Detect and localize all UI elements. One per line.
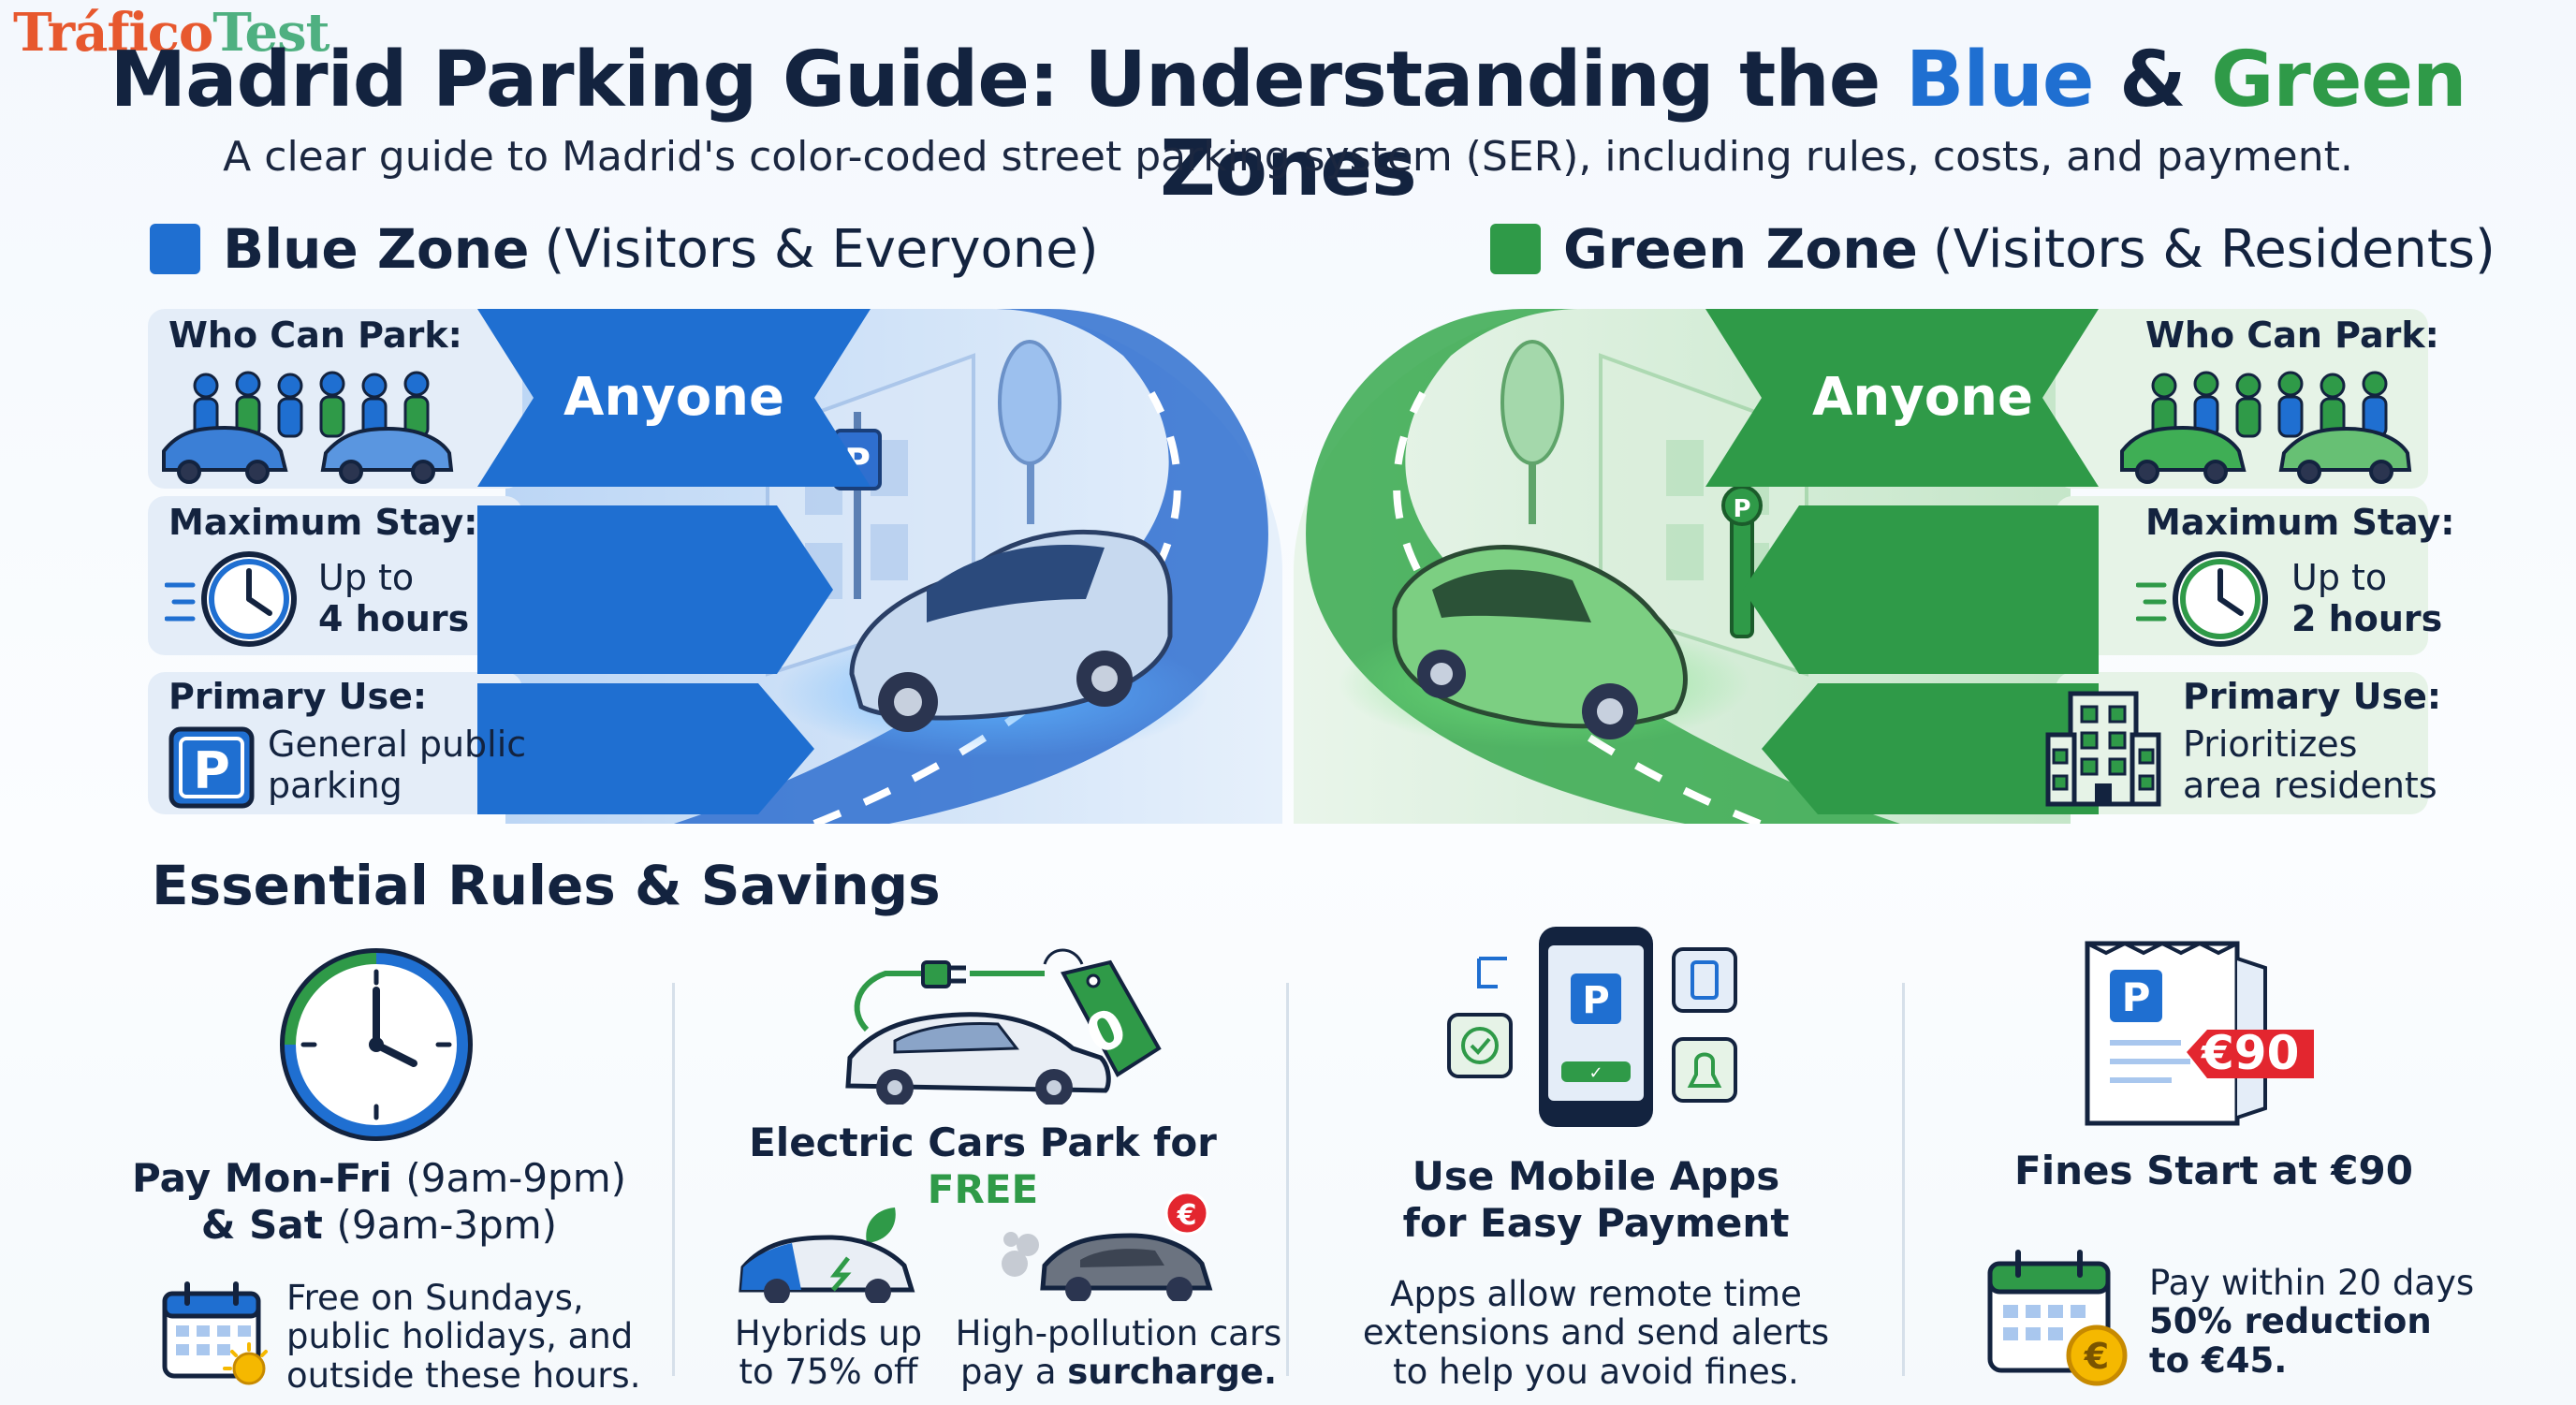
calendar-sun-icon — [162, 1281, 268, 1385]
fine-ticket-icon: P — [2085, 941, 2314, 1126]
pay-free-note: Free on Sundays, public holidays, and ou… — [286, 1278, 641, 1396]
apps-title: Use Mobile Apps for Easy Payment — [1402, 1153, 1790, 1247]
fines-title: Fines Start at €90 — [2014, 1148, 2413, 1193]
green-use-label: Primary Use: — [2183, 676, 2442, 717]
tree-icon — [1500, 340, 1564, 524]
green-stay-value: Up to 2 hours — [2291, 557, 2443, 639]
zero-tag-icon — [1043, 948, 1162, 1077]
pay-hours-title: Pay Mon-Fri (9am-9pm) & Sat (9am-3pm) — [131, 1155, 627, 1249]
tree-icon — [998, 340, 1061, 524]
parking-icon: P — [168, 726, 255, 809]
green-square-icon — [1490, 224, 1541, 274]
green-car-icon — [1339, 544, 1750, 749]
blue-stay-label: Maximum Stay: — [168, 502, 478, 543]
clock-icon — [165, 551, 297, 647]
blue-stay-value: Up to 4 hours — [318, 557, 470, 639]
divider — [1286, 983, 1289, 1376]
svg-text:€: € — [1177, 1199, 1197, 1232]
svg-text:P: P — [2122, 974, 2151, 1020]
blue-who-value: Anyone — [564, 367, 785, 428]
blue-square-icon — [150, 224, 200, 274]
green-banner-stay — [1743, 505, 2099, 674]
blue-who-label: Who Can Park: — [168, 315, 462, 356]
pollution-note: High-pollution cars pay a surcharge. — [955, 1313, 1282, 1393]
polluting-car-icon: € — [1002, 1191, 1213, 1301]
blue-use-value: General public parking — [268, 724, 527, 806]
divider — [1902, 983, 1905, 1376]
blue-banners — [477, 309, 871, 814]
green-banner-use — [1762, 683, 2099, 814]
electric-title: Electric Cars Park for FREE — [749, 1120, 1217, 1213]
blue-banner-use — [477, 683, 814, 814]
green-zone-heading: Green Zone(Visitors & Residents) — [1490, 217, 2496, 281]
svg-text:✓: ✓ — [1588, 1063, 1603, 1083]
blue-banner-who — [477, 309, 871, 487]
svg-text:P: P — [1582, 979, 1609, 1022]
green-banners — [1705, 309, 2099, 814]
calendar-coin-icon: € — [1987, 1250, 2128, 1386]
parking-meter-icon: P — [1721, 485, 1763, 638]
phone-notification-icon — [1672, 947, 1737, 1013]
hybrid-car-icon — [739, 1207, 915, 1303]
green-road-lines — [1393, 391, 1762, 824]
svg-text:€: € — [2084, 1336, 2109, 1377]
clock-icon — [2136, 551, 2268, 647]
blue-car-icon — [777, 530, 1208, 758]
fines-discount-note: Pay within 20 days 50% reduction to €45. — [2149, 1263, 2475, 1381]
brand-logo: TráficoTest — [13, 2, 329, 64]
svg-text:P: P — [1733, 495, 1750, 523]
people-cars-icon — [2120, 371, 2412, 484]
divider — [672, 983, 675, 1376]
page-subtitle: A clear guide to Madrid's color-coded st… — [223, 133, 2353, 181]
clock-icon — [280, 948, 473, 1141]
fine-badge: €90 — [2202, 1026, 2300, 1080]
blue-zone-heading: Blue Zone(Visitors & Everyone) — [150, 217, 1099, 281]
green-who-value: Anyone — [1812, 367, 2034, 428]
mobile-app-icon: P ✓ — [1447, 927, 1737, 1127]
page-title: Madrid Parking Guide: Understanding the … — [110, 36, 2467, 213]
green-use-value: Prioritizes area residents — [2183, 724, 2437, 806]
rules-section-title: Essential Rules & Savings — [152, 854, 941, 917]
blue-road-lines — [812, 391, 1181, 824]
blue-banner-stay — [477, 505, 833, 674]
green-stay-label: Maximum Stay: — [2145, 502, 2455, 543]
hybrid-note: Hybrids up to 75% off — [734, 1313, 923, 1393]
svg-text:P: P — [193, 741, 230, 800]
green-banner-who — [1705, 309, 2099, 487]
building-icon — [2045, 691, 2161, 807]
apps-note: Apps allow remote time extensions and se… — [1362, 1274, 1830, 1392]
green-who-label: Who Can Park: — [2145, 315, 2439, 356]
electric-car-icon — [845, 948, 1162, 1105]
blue-use-label: Primary Use: — [168, 676, 428, 717]
check-notification-icon — [1447, 957, 1513, 1078]
bell-icon — [1672, 1037, 1737, 1103]
people-cars-icon — [162, 371, 454, 484]
